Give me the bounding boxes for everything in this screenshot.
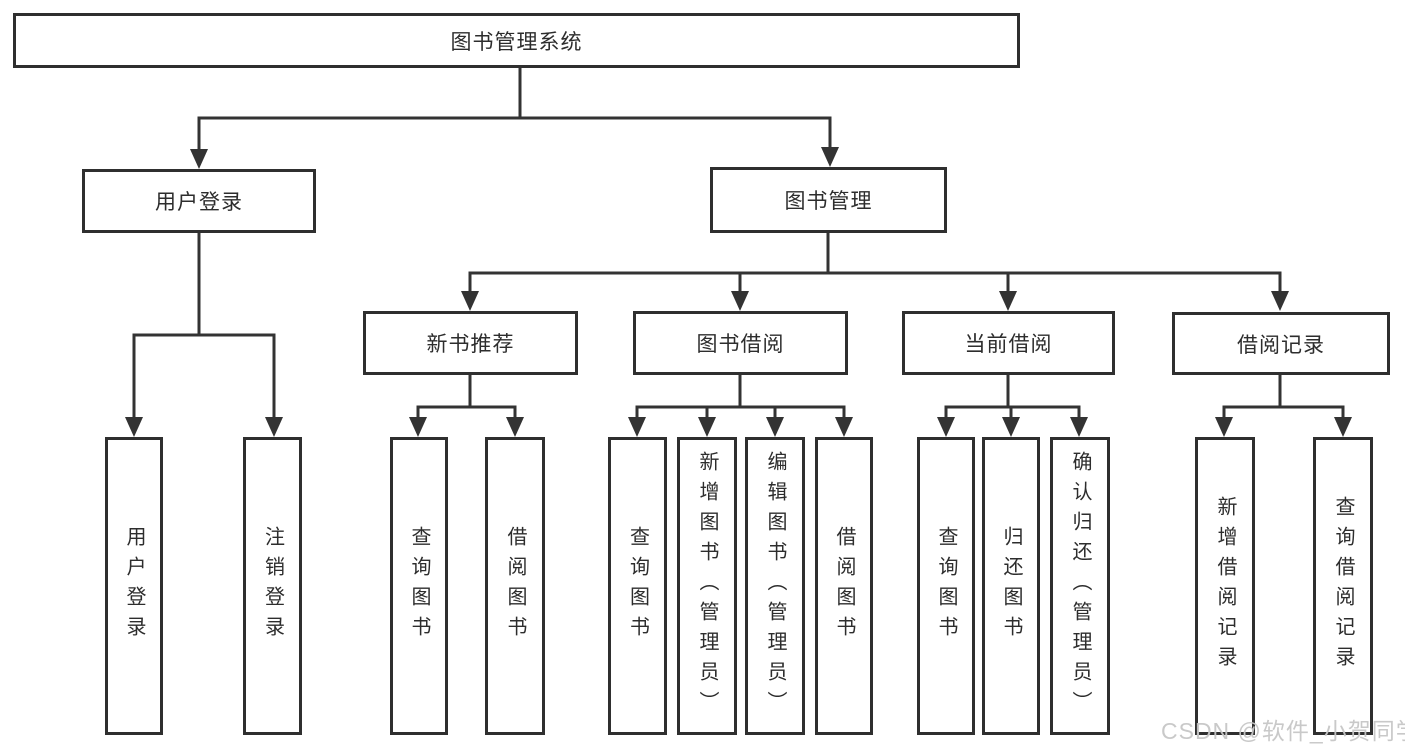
node-book-borrowing-label: 图书借阅 xyxy=(696,333,785,356)
node-borrow-records-label: 借阅记录 xyxy=(1237,333,1325,357)
leaf-user-login-label: 用户登录 xyxy=(123,526,145,646)
leaf-logout: 注销登录 xyxy=(243,437,302,735)
leaf-borrow-books: 借阅图书 xyxy=(815,437,873,735)
leaf-user-login: 用户登录 xyxy=(105,437,163,735)
node-book-management: 图书管理 xyxy=(710,167,947,233)
leaf-add-borrow-record: 新增借阅记录 xyxy=(1195,437,1255,735)
node-user-login: 用户登录 xyxy=(82,169,316,233)
node-current-borrowing-label: 当前借阅 xyxy=(964,333,1053,356)
leaf-query-borrow-record-label: 查询借阅记录 xyxy=(1332,496,1354,676)
leaf-query-books-current: 查询图书 xyxy=(917,437,975,735)
leaf-add-books-admin: 新增图书（管理员） xyxy=(677,437,737,735)
leaf-borrow-books-recommend: 借阅图书 xyxy=(485,437,545,735)
leaf-query-books-borrowing: 查询图书 xyxy=(608,437,667,735)
leaf-logout-label: 注销登录 xyxy=(261,526,284,646)
node-root-label: 图书管理系统 xyxy=(450,30,583,54)
leaf-edit-books-admin-label: 编辑图书（管理员） xyxy=(764,451,786,721)
leaf-confirm-return-admin-label: 确认归还（管理员） xyxy=(1069,451,1091,721)
leaf-query-books-recommend: 查询图书 xyxy=(390,437,448,735)
node-borrow-records: 借阅记录 xyxy=(1172,312,1390,375)
leaf-return-books: 归还图书 xyxy=(982,437,1040,735)
leaf-query-borrow-record: 查询借阅记录 xyxy=(1313,437,1373,735)
leaf-add-books-admin-label: 新增图书（管理员） xyxy=(696,451,718,721)
leaf-confirm-return-admin: 确认归还（管理员） xyxy=(1050,437,1110,735)
csdn-watermark: CSDN @软件_小贺同学 xyxy=(1161,718,1405,744)
leaf-return-books-label: 归还图书 xyxy=(1000,526,1022,646)
node-user-login-label: 用户登录 xyxy=(155,191,243,214)
node-current-borrowing: 当前借阅 xyxy=(902,311,1115,375)
leaf-borrow-books-label: 借阅图书 xyxy=(833,526,855,646)
node-book-borrowing: 图书借阅 xyxy=(633,311,848,375)
node-root: 图书管理系统 xyxy=(13,13,1020,68)
leaf-add-borrow-record-label: 新增借阅记录 xyxy=(1214,496,1236,676)
node-new-book-recommend: 新书推荐 xyxy=(363,311,578,375)
node-new-book-recommend-label: 新书推荐 xyxy=(426,333,515,356)
leaf-query-books-current-label: 查询图书 xyxy=(935,526,957,646)
leaf-borrow-books-recommend-label: 借阅图书 xyxy=(504,526,526,646)
leaf-edit-books-admin: 编辑图书（管理员） xyxy=(745,437,805,735)
leaf-query-books-borrowing-label: 查询图书 xyxy=(626,526,649,646)
leaf-query-books-recommend-label: 查询图书 xyxy=(408,526,430,646)
node-book-management-label: 图书管理 xyxy=(784,190,873,213)
